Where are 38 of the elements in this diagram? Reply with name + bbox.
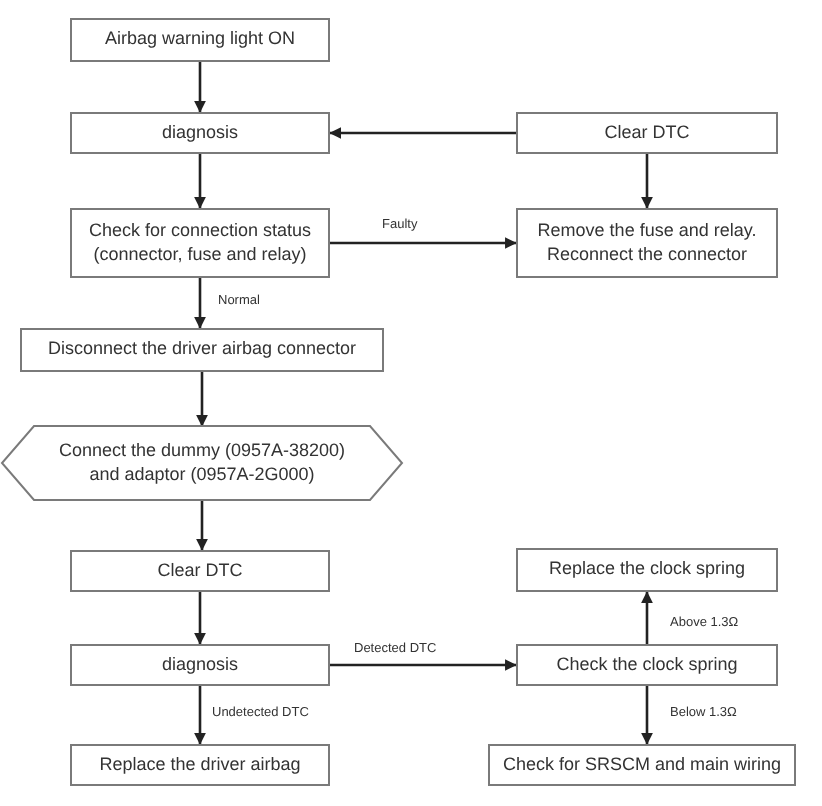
arrow (194, 278, 206, 329)
arrow (196, 372, 208, 427)
arrow (194, 592, 206, 645)
arrow (194, 62, 206, 113)
arrow (330, 659, 517, 671)
process-box (488, 744, 796, 786)
node-text: Airbag warning light ON (104, 28, 296, 52)
arrow (329, 127, 516, 139)
process-box (70, 18, 330, 62)
process-box (70, 550, 330, 592)
process-box (516, 548, 778, 592)
node-text: Check the clock spring (556, 653, 738, 677)
process-box (70, 744, 330, 786)
process-box (516, 208, 778, 278)
process-box (20, 328, 384, 372)
arrow (194, 686, 206, 745)
process-box (516, 112, 778, 154)
arrow (196, 500, 208, 551)
node-text: Replace the clock spring (548, 558, 746, 582)
node-text: diagnosis (161, 653, 239, 677)
arrow (641, 591, 653, 644)
process-box (70, 208, 330, 278)
node-text: Clear DTC (604, 121, 690, 145)
arrow (641, 686, 653, 745)
arrow (194, 154, 206, 209)
node-text: Replace the driver airbag (99, 753, 301, 777)
node-text: diagnosis (161, 121, 239, 145)
node-text: Connect the dummy (0957A-38200) and adaptor (0957A-2G000) (56, 439, 348, 487)
node-text: Check for SRSCM and main wiring (502, 753, 782, 777)
node-text: Remove the fuse and relay. Reconnect the connector (535, 219, 759, 267)
node-text: Clear DTC (157, 559, 243, 583)
process-box (70, 644, 330, 686)
process-box (70, 112, 330, 154)
arrow (641, 154, 653, 209)
node-text: Check for connection status (connector, fuse and relay) (86, 219, 314, 267)
process-box (516, 644, 778, 686)
node-text: Disconnect the driver airbag connector (47, 338, 357, 362)
arrow (330, 237, 517, 249)
